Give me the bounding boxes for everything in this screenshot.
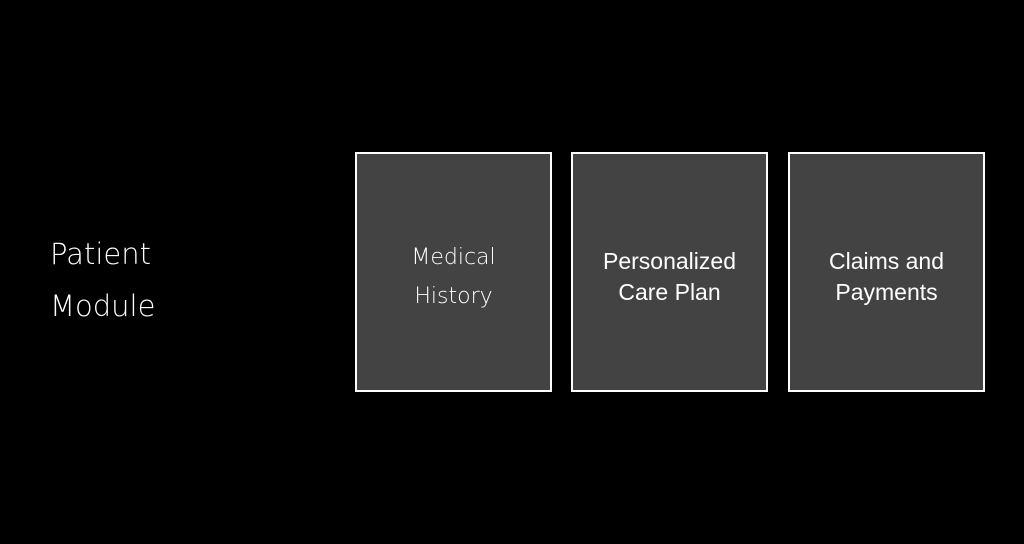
box-label-line2: Care Plan <box>618 279 721 305</box>
claims-and-payments-box: Claims and Payments <box>788 152 985 392</box>
personalized-care-plan-box: Personalized Care Plan <box>571 152 768 392</box>
module-title-line1: Patient <box>50 237 151 271</box>
box-label-line2: Payments <box>835 279 938 305</box>
box-label-line2: History <box>414 284 493 309</box>
module-title: Patient Module <box>50 228 155 332</box>
box-label-line1: Medical <box>411 245 496 270</box>
box-label-line1: Claims and <box>828 248 945 274</box>
medical-history-box: Medical History <box>355 152 552 392</box>
box-label-line1: Personalized <box>603 248 736 274</box>
module-title-line2: Module <box>50 289 156 323</box>
